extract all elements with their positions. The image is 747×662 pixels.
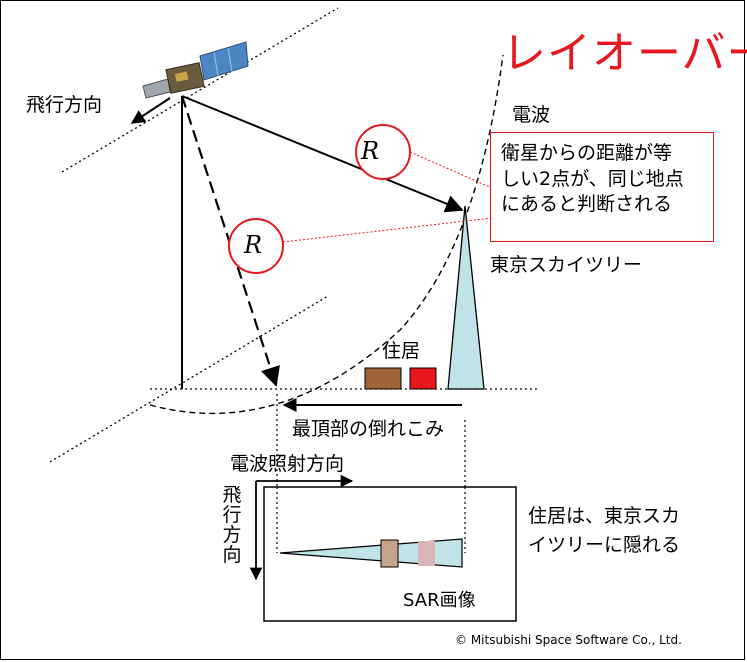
flight-direction-arrow <box>130 97 171 124</box>
range-line-solid <box>181 95 464 213</box>
equal-range-note: 衛星からの距離が等 しい2点が、同じ地点 にあると判断される <box>490 132 714 242</box>
skytree-tower <box>447 205 485 390</box>
skytree-label: 東京スカイツリー <box>490 254 643 276</box>
flight-line-lower <box>49 295 329 463</box>
satellite-icon <box>142 41 249 99</box>
range-circle-1 <box>355 124 411 180</box>
hidden-note: 住居は、東京スカ イツリーに隠れる <box>528 502 680 559</box>
irradiation-direction-label: 電波照射方向 <box>230 453 345 475</box>
house-red <box>409 367 437 390</box>
radio-wave-label: 電波 <box>512 104 551 126</box>
range-circle-2 <box>228 218 284 274</box>
callout-leader-2 <box>282 217 493 243</box>
note-line: 衛星からの距離が等 <box>501 142 673 164</box>
callout-leader-1 <box>409 151 493 189</box>
sar-house-brown <box>380 539 399 568</box>
range-label-2: R <box>244 231 263 259</box>
flight-direction-label: 飛行方向 <box>26 94 103 116</box>
sar-image-label: SAR画像 <box>403 590 476 611</box>
house-label: 住居 <box>382 340 421 362</box>
range-label-1: R <box>361 137 380 165</box>
house-brown <box>364 367 402 390</box>
flight-line-upper <box>61 7 339 173</box>
note-line: しい2点が、同じ地点 <box>501 167 684 190</box>
hidden-note-line: イツリーに隠れる <box>528 533 681 556</box>
flight-direction-vertical-label: 飛行方向 <box>222 484 242 566</box>
sar-house-red <box>418 541 435 566</box>
copyright-text: © Mitsubishi Space Software Co., Ltd. <box>455 633 682 647</box>
wavefront-arc <box>149 54 504 415</box>
diagram-title: レイオーバー <box>502 28 747 79</box>
top-lean-label: 最頂部の倒れこみ <box>292 418 445 440</box>
hidden-note-line: 住居は、東京スカ <box>528 505 681 527</box>
note-line: にあると判断される <box>501 193 673 216</box>
sar-tower-wedge <box>279 538 463 568</box>
